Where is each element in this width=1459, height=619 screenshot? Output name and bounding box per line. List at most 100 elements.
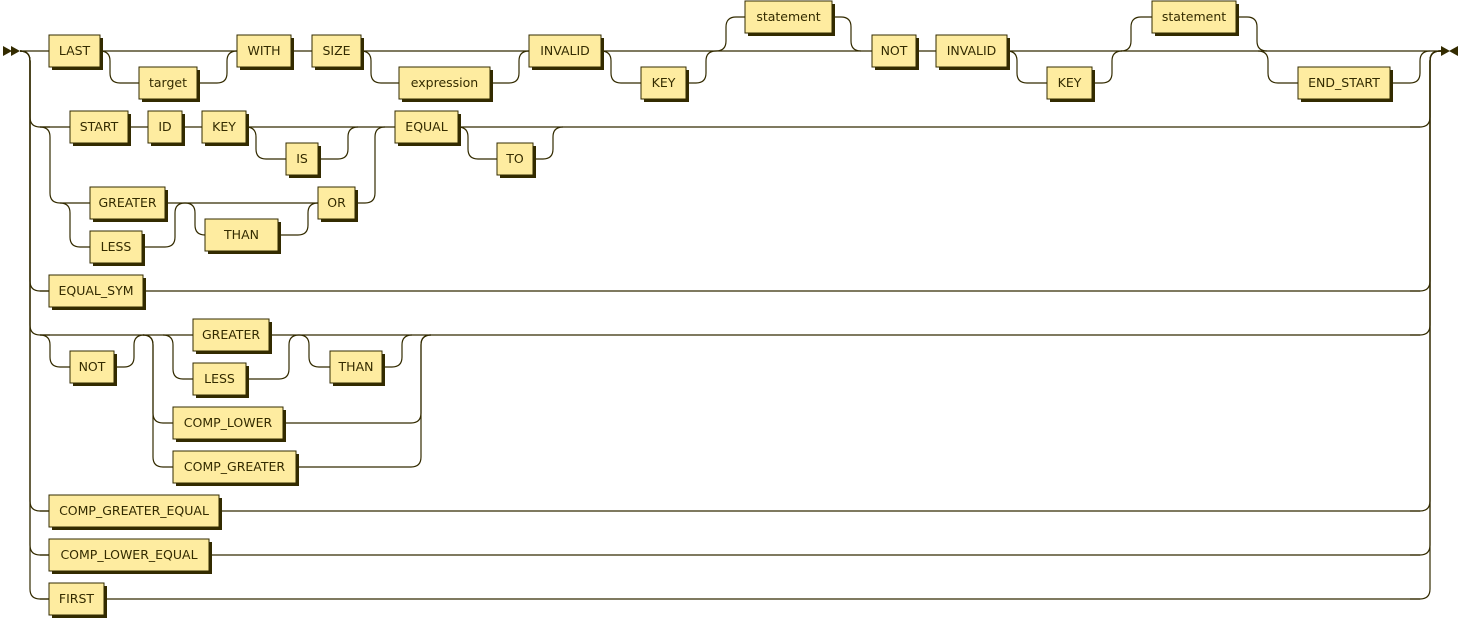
node-label: SIZE: [322, 43, 350, 58]
terminal-node: START: [69, 110, 131, 146]
node-box: [935, 34, 1008, 68]
node-box: [147, 110, 183, 144]
terminal-node: COMP_GREATER: [172, 450, 299, 486]
node-label: NOT: [79, 359, 106, 374]
node-label: WITH: [247, 43, 280, 58]
node-label: INVALID: [947, 43, 997, 58]
terminal-node: NOT: [871, 34, 919, 70]
terminal-node: statement: [1151, 0, 1239, 36]
node-box: [640, 66, 687, 100]
terminal-node: FIRST: [48, 582, 107, 618]
terminal-node: WITH: [236, 34, 294, 70]
terminal-node: statement: [744, 0, 835, 36]
terminal-node: GREATER: [89, 186, 168, 222]
connector-lines: [19, 16, 1441, 600]
connector-line: [59, 202, 90, 248]
connector-line: [19, 50, 50, 600]
node-label: statement: [756, 9, 820, 24]
node-label: THAN: [338, 359, 374, 374]
node-box: [192, 318, 270, 352]
node-label: INVALID: [540, 43, 590, 58]
node-label: KEY: [652, 75, 676, 90]
connector-line: [296, 334, 432, 468]
terminal-node: COMP_LOWER: [172, 406, 286, 442]
connector-line: [19, 50, 50, 128]
terminal-node: NOT: [69, 350, 117, 386]
connector-line: [1410, 50, 1441, 512]
terminal-node: KEY: [1046, 66, 1095, 102]
terminal-node: EQUAL: [394, 110, 461, 146]
node-label: KEY: [1058, 75, 1082, 90]
node-box: [48, 274, 144, 308]
node-box: [201, 110, 247, 144]
terminal-node: TO: [496, 142, 536, 178]
terminal-node: LAST: [48, 34, 103, 70]
terminal-node: EQUAL_SYM: [48, 274, 146, 310]
terminal-node: IS: [285, 142, 321, 178]
node-box: [89, 230, 143, 264]
node-box: [329, 350, 383, 384]
node-box: [172, 450, 297, 484]
node-box: [398, 66, 491, 100]
terminal-node: END_START: [1297, 66, 1393, 102]
connector-line: [142, 202, 186, 248]
node-label: statement: [1162, 9, 1226, 24]
terminal-node: GREATER: [192, 318, 272, 354]
node-box: [871, 34, 917, 68]
node-label: EQUAL_SYM: [58, 283, 133, 298]
terminal-node: INVALID: [528, 34, 604, 70]
connector-line: [1410, 50, 1441, 292]
node-label: START: [80, 119, 119, 134]
connector-line: [1410, 50, 1441, 600]
connector-line: [355, 126, 386, 204]
connector-line: [1410, 50, 1441, 336]
node-box: [48, 582, 105, 616]
connector-line: [162, 334, 193, 380]
start-marker-icon: [3, 46, 20, 56]
node-label: LESS: [101, 239, 132, 254]
terminal-node: OR: [317, 186, 358, 222]
node-box: [317, 186, 356, 220]
node-label: COMP_LOWER: [184, 415, 273, 430]
node-box: [528, 34, 602, 68]
node-box: [1046, 66, 1093, 100]
node-label: THAN: [223, 227, 259, 242]
node-label: COMP_GREATER_EQUAL: [59, 503, 209, 518]
node-label: END_START: [1308, 75, 1380, 90]
terminal-node: ID: [147, 110, 185, 146]
node-box: [1151, 0, 1237, 34]
node-label: ID: [158, 119, 171, 134]
connector-line: [39, 126, 90, 204]
node-label: NOT: [881, 43, 908, 58]
node-label: LAST: [59, 43, 91, 58]
node-box: [192, 362, 247, 396]
node-label: GREATER: [202, 327, 260, 342]
node-label: IS: [296, 151, 308, 166]
terminal-node: COMP_LOWER_EQUAL: [48, 538, 212, 574]
connector-line: [142, 334, 175, 468]
node-box: [311, 34, 362, 68]
terminal-node: target: [138, 66, 200, 102]
connector-line: [19, 50, 50, 336]
node-label: COMP_LOWER_EQUAL: [60, 547, 197, 562]
terminal-node: KEY: [640, 66, 689, 102]
connector-line: [1410, 50, 1441, 128]
terminal-node: LESS: [192, 362, 249, 398]
terminal-node: THAN: [329, 350, 385, 386]
node-box: [394, 110, 459, 144]
terminal-node: KEY: [201, 110, 249, 146]
terminal-node: SIZE: [311, 34, 364, 70]
node-label: expression: [411, 75, 478, 90]
node-box: [89, 186, 166, 220]
terminal-node: LESS: [89, 230, 145, 266]
node-label: OR: [327, 195, 346, 210]
node-box: [1297, 66, 1391, 100]
node-box: [48, 494, 220, 528]
node-box: [48, 538, 210, 572]
connector-line: [19, 50, 50, 512]
node-box: [172, 406, 284, 440]
node-box: [236, 34, 292, 68]
node-label: LESS: [204, 371, 235, 386]
node-label: TO: [505, 151, 524, 166]
